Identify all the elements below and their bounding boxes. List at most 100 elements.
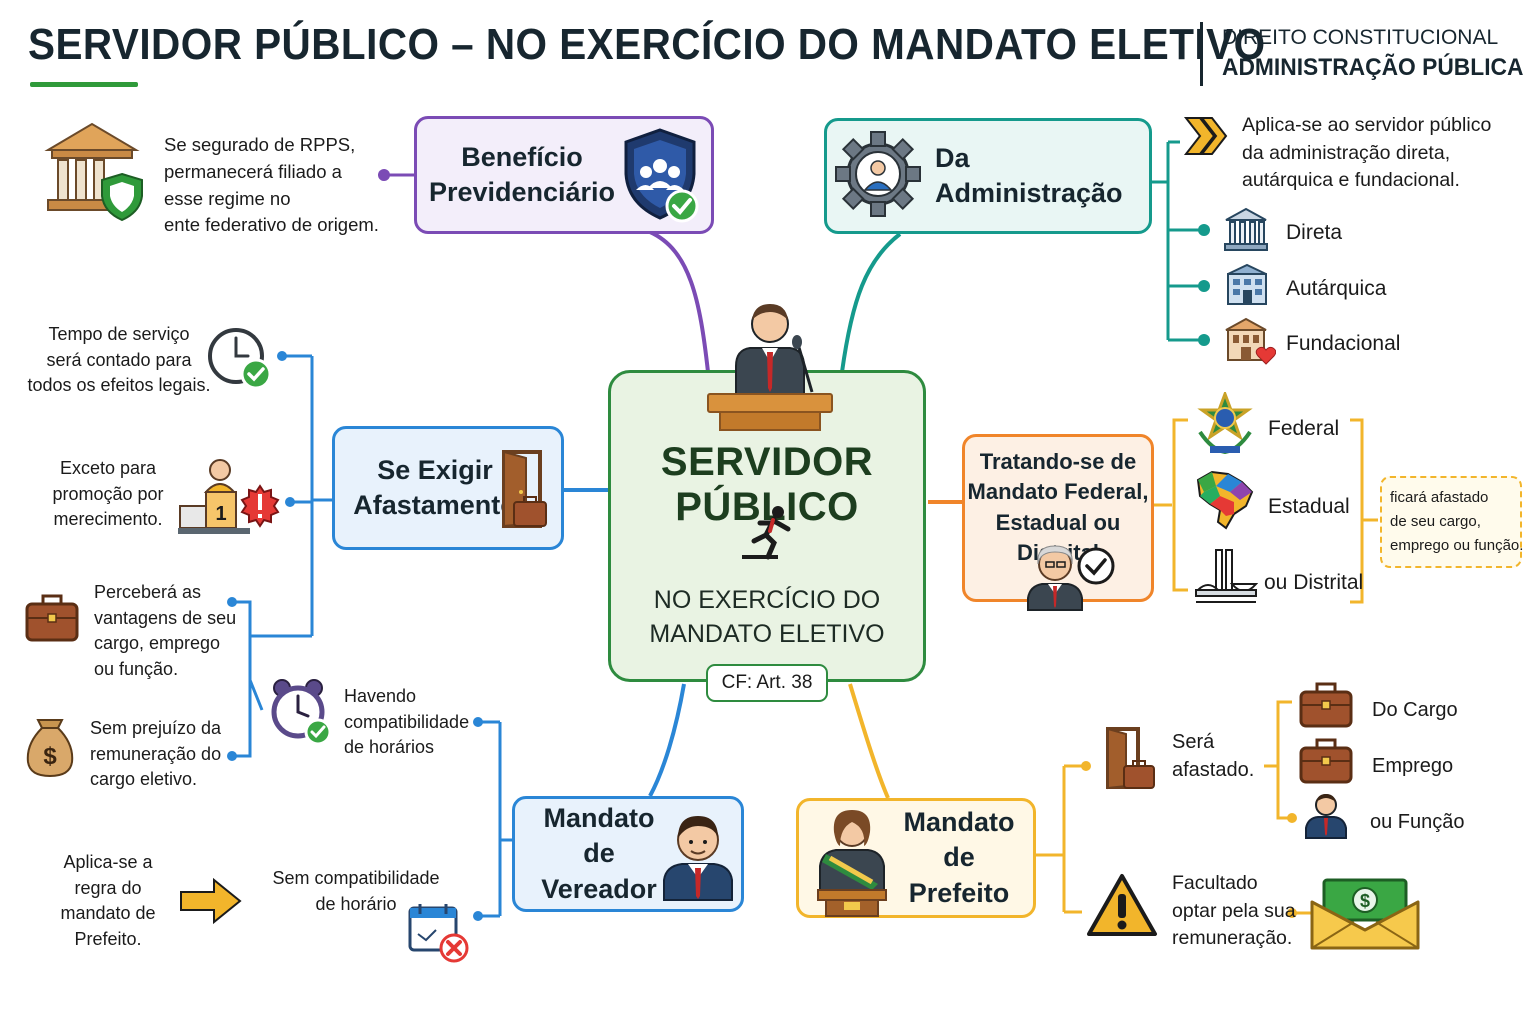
beneficio-note: Se segurado de RPPS, permanecerá filiado… [164, 132, 379, 239]
percebera-line3: cargo, emprego [94, 633, 221, 654]
facultado-line1: Facultado [1172, 872, 1258, 894]
administracao-item-fundacional: Fundacional [1286, 332, 1401, 355]
sem-prejuizo-line1: Sem prejuízo da [90, 718, 222, 738]
havendo-line1: Havendo [344, 686, 417, 706]
prefeito-line2: Prefeito [908, 877, 1010, 908]
aplica-line1: Aplica-se a [63, 852, 153, 872]
legal-reference-badge: CF: Art. 38 [706, 664, 828, 702]
shield-group-icon [624, 128, 699, 223]
federal-result-line3: emprego ou função. [1390, 537, 1524, 554]
federal-result-line2: de seu cargo, [1390, 513, 1481, 530]
brazil-coat-of-arms-icon [1197, 392, 1253, 455]
administracao-note: Aplica-se ao servidor público da adminis… [1242, 112, 1491, 195]
svg-text:$: $ [43, 743, 57, 770]
federal-item-distrital: ou Distrital [1264, 571, 1364, 594]
door-briefcase-icon [1106, 727, 1155, 790]
beneficio-note-line4: ente federativo de origem. [164, 214, 379, 236]
clock-check-icon [208, 328, 272, 390]
facultado-line2: optar pela sua [1172, 899, 1296, 922]
beneficio-note-line3: esse regime no [164, 187, 291, 209]
administracao-note-line2: da administração direta, [1242, 141, 1451, 164]
double-chevron-icon [1183, 117, 1228, 155]
building-direta-icon [1224, 207, 1268, 251]
tempo-note-line3: todos os efeitos legais. [27, 375, 211, 396]
sem-prejuizo-line2: remuneração do [90, 743, 222, 764]
tempo-note-line2: será contado para [46, 349, 192, 370]
vereador-sem-prejuizo-note: Sem prejuízo da remuneração do cargo ele… [90, 716, 221, 793]
envelope-money-icon: $ [1310, 878, 1420, 950]
beneficio-note-line1: Se segurado de RPPS, [164, 134, 356, 155]
node-mandato-federal-estadual-distrital: Tratando-se de Mandato Federal, Estadual… [962, 434, 1154, 602]
vereador-percebera-note: Perceberá as vantagens de seu cargo, emp… [94, 580, 236, 682]
alarm-clock-check-icon [271, 679, 332, 746]
sem-prejuizo-line3: cargo eletivo. [90, 769, 198, 790]
prefeito-facultado-note: Facultado optar pela sua remuneração. [1172, 870, 1296, 953]
afastamento-line2: Afastamento [353, 490, 517, 520]
beneficio-line1: Benefício [461, 141, 583, 172]
aplica-line3: mandato de [60, 903, 156, 924]
judge-check-icon [1027, 545, 1115, 611]
administracao-note-line1: Aplica-se ao servidor público [1242, 114, 1492, 136]
afastamento-exceto-note: Exceto para promoção por merecimento. [38, 456, 178, 533]
percebera-line2: vantagens de seu [94, 607, 237, 628]
central-subtitle-line1: NO EXERCÍCIO DO [653, 586, 881, 614]
brazil-map-icon [1196, 470, 1254, 530]
exceto-note-line2: promoção por [52, 483, 164, 504]
money-bag-icon: $ [26, 719, 74, 778]
sem-compat-line1: Sem compatibilidade [272, 868, 440, 888]
gear-person-icon [835, 131, 921, 217]
vereador-aplica-note: Aplica-se a regra do mandato de Prefeito… [46, 850, 170, 952]
afastado-line2: afastado. [1172, 759, 1255, 782]
havendo-line3: de horários [344, 737, 435, 758]
arrow-right-icon [180, 877, 242, 925]
briefcase-icon [25, 594, 79, 642]
door-briefcase-icon [502, 450, 547, 528]
central-subtitle: NO EXERCÍCIO DO MANDATO ELETIVO [608, 584, 926, 652]
vereador-havendo-note: Havendo compatibilidade de horários [344, 684, 469, 761]
sem-compat-line2: de horário [315, 893, 397, 914]
administracao-label: Da Administração [935, 142, 1123, 208]
vereador-sem-compat-note: Sem compatibilidade de horário [270, 866, 442, 917]
congress-building-icon [1195, 549, 1258, 603]
briefcase-icon [1299, 682, 1353, 728]
afastamento-line1: Se Exigir [377, 454, 493, 485]
central-subtitle-line2: MANDATO ELETIVO [649, 619, 885, 648]
federal-result-line1: ficará afastado [1390, 489, 1489, 506]
subject-bottom: ADMINISTRAÇÃO PÚBLICA [1222, 54, 1524, 81]
percebera-line1: Perceberá as [94, 582, 202, 602]
vereador-line1: Mandato de [543, 803, 655, 869]
promotion-podium-alert-icon: 1 [178, 459, 280, 534]
aplica-line2: regra do [74, 877, 142, 898]
page-title: SERVIDOR PÚBLICO – NO EXERCÍCIO DO MANDA… [28, 20, 1266, 69]
afastado-line1: Será [1172, 731, 1215, 753]
prefeito-item-cargo: Do Cargo [1372, 699, 1458, 721]
svg-text:1: 1 [215, 503, 226, 525]
warning-triangle-icon [1087, 874, 1157, 936]
afastamento-tempo-note: Tempo de serviço será contado para todos… [26, 322, 212, 399]
beneficio-line2: Previdenciário [428, 177, 616, 207]
svg-text:$: $ [1360, 891, 1370, 911]
percebera-line4: ou função. [94, 658, 179, 679]
header-separator [1200, 22, 1203, 86]
prefeito-item-emprego: Emprego [1372, 755, 1454, 777]
federal-label-line2: Mandato Federal, [967, 479, 1149, 505]
aplica-line4: Prefeito. [74, 928, 142, 949]
federal-label-line1: Tratando-se de [979, 449, 1137, 474]
vereador-line2: Vereador [541, 873, 657, 904]
mayor-sash-podium-icon [817, 810, 887, 917]
prefeito-item-funcao: ou Função [1370, 811, 1465, 833]
politician-avatar-icon [663, 816, 733, 901]
building-autarquica-icon [1227, 263, 1267, 305]
exceto-note-line1: Exceto para [59, 458, 157, 478]
running-person-icon [742, 506, 791, 560]
government-building-shield-icon [44, 122, 143, 222]
vereador-label: Mandato de Vereador [525, 801, 673, 906]
person-icon [1305, 794, 1347, 839]
administracao-item-direta: Direta [1286, 221, 1343, 244]
tempo-note-line1: Tempo de serviço [48, 324, 190, 344]
administracao-item-autarquica: Autárquica [1286, 277, 1387, 300]
